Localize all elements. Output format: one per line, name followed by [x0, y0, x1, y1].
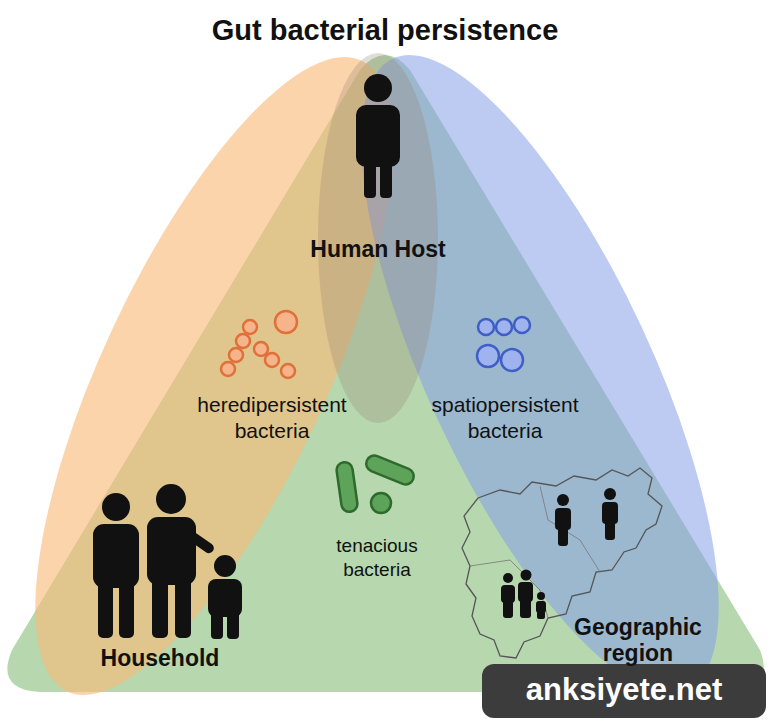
map-outline — [462, 468, 662, 658]
region-label: heredipersistent bacteria — [182, 392, 362, 445]
map-people — [501, 488, 618, 619]
blue-ellipse — [291, 11, 770, 725]
green-bacteria — [336, 453, 417, 513]
region-label: spatiopersistent bacteria — [415, 392, 595, 445]
venn-region: heredipersistent bacteria — [100, 300, 360, 480]
blue-bacteria — [477, 317, 530, 371]
map-border — [470, 560, 548, 618]
venn-region: tenacious bacteria — [300, 450, 460, 610]
venn-region: spatiopersistent bacteria — [410, 300, 630, 480]
host-ellipse — [318, 53, 438, 423]
region-label: tenacious bacteria — [317, 534, 437, 582]
map-border — [540, 486, 600, 572]
family-icon — [93, 484, 242, 639]
region-label: Geographic region — [548, 614, 728, 667]
diagram-title: Gut bacterial persistence — [135, 12, 635, 48]
watermark: anksiyete.net — [486, 672, 762, 708]
orange-bacteria — [221, 311, 297, 378]
watermark-ground — [482, 664, 766, 718]
household-label: Household — [70, 645, 250, 671]
orange-ellipse — [0, 13, 463, 725]
host-label: Human Host — [278, 236, 478, 262]
human-icon — [356, 74, 400, 198]
